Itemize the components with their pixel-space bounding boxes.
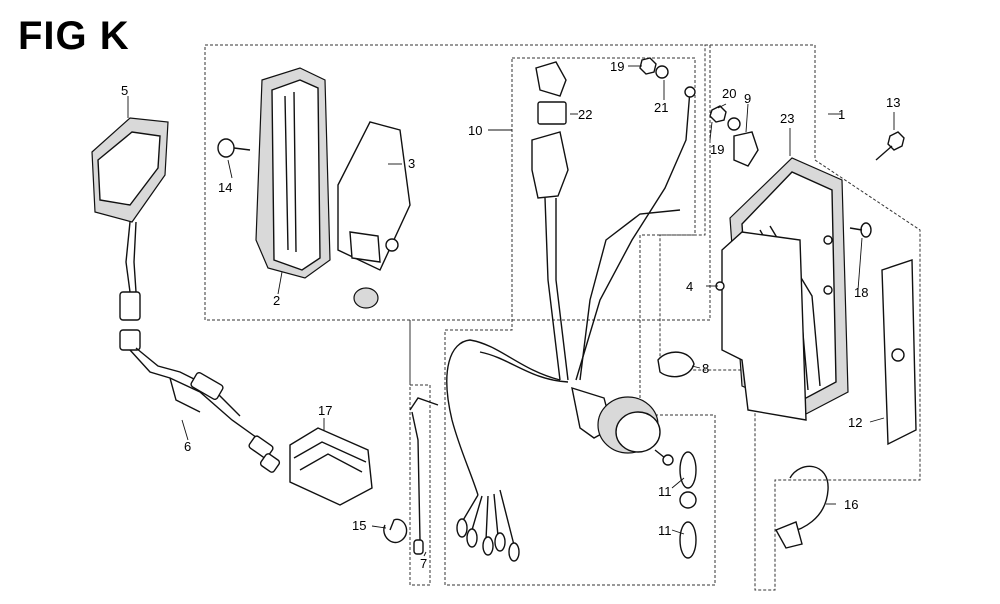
callout-20: 20	[722, 86, 736, 101]
assembly-boundary-harness	[444, 57, 716, 586]
callout-7: 7	[420, 556, 427, 571]
callout-12: 12	[848, 415, 862, 430]
callout-3: 3	[408, 156, 415, 171]
callout-23: 23	[780, 111, 794, 126]
callout-11b: 11	[658, 523, 672, 538]
plate-screw-part[interactable]	[849, 222, 872, 238]
regulator-rectifier-part[interactable]	[91, 117, 169, 351]
callout-5: 5	[121, 83, 128, 98]
wire-clip-part[interactable]	[383, 518, 408, 544]
terminal-block-part[interactable]	[733, 131, 759, 167]
callout-6: 6	[184, 439, 191, 454]
ground-cable-part[interactable]	[409, 397, 439, 555]
sub-harness-part[interactable]	[129, 347, 281, 473]
wire-clamp-part[interactable]	[657, 351, 695, 378]
callout-17: 17	[318, 403, 332, 418]
callout-21: 21	[654, 100, 668, 115]
terminal-nuts-washers[interactable]	[639, 57, 741, 131]
switch-gasket-part[interactable]	[679, 521, 697, 559]
switch-o-ring-part[interactable]	[679, 491, 697, 509]
callout-13: 13	[886, 95, 900, 110]
switch-washer-part[interactable]	[679, 451, 697, 489]
panel-bracket-part[interactable]	[337, 121, 411, 271]
callout-18: 18	[854, 285, 868, 300]
protector-block-part[interactable]	[289, 427, 373, 506]
control-box-cover-part[interactable]	[255, 67, 331, 279]
callout-19b: 19	[710, 142, 724, 157]
callout-2: 2	[273, 293, 280, 308]
callout-8: 8	[702, 361, 709, 376]
callout-16: 16	[844, 497, 858, 512]
callout-22: 22	[578, 107, 592, 122]
callout-4: 4	[686, 279, 693, 294]
main-wire-harness-part[interactable]	[446, 61, 696, 562]
callout-15: 15	[352, 518, 366, 533]
cable-tie-part[interactable]	[775, 465, 829, 549]
mounting-plate-part[interactable]	[715, 231, 807, 421]
rubber-grommet-part[interactable]	[353, 287, 379, 309]
callout-14: 14	[218, 180, 232, 195]
callout-1: 1	[838, 107, 845, 122]
assembly-boundary-control-box	[659, 44, 921, 591]
callout-19a: 19	[610, 59, 624, 74]
assembly-boundary-left	[204, 44, 711, 586]
callout-11a: 11	[658, 484, 672, 499]
ignition-switch-part[interactable]	[597, 396, 674, 466]
leader-lines	[127, 65, 895, 557]
cover-screw-part[interactable]	[217, 138, 251, 158]
callout-10: 10	[468, 123, 482, 138]
callout-9: 9	[744, 91, 751, 106]
box-bolt-part[interactable]	[875, 131, 905, 161]
gasket-plate-part[interactable]	[881, 259, 917, 446]
figure-title: FIG K	[18, 14, 130, 58]
